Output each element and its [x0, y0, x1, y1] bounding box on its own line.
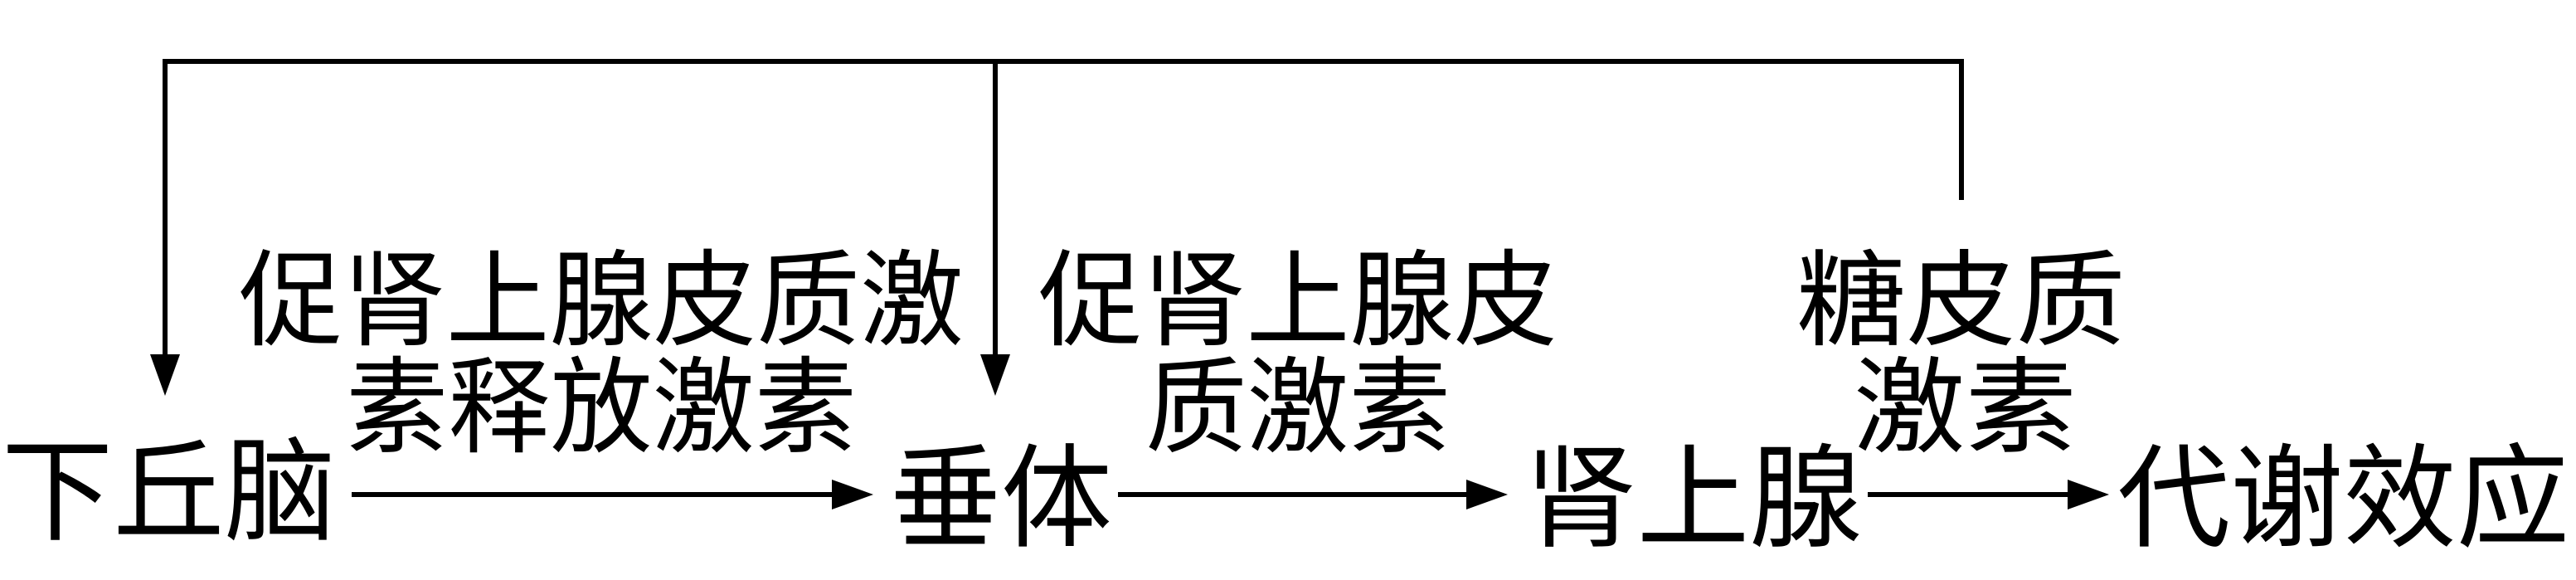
feedback-loop: [150, 59, 1964, 396]
edge-label-crh-line2: 素释放激素: [346, 347, 857, 469]
arrow-pituitary-to-adrenal: [1118, 480, 1508, 509]
feedback-arrow-head-pituitary: [980, 354, 1010, 396]
edge-label-acth-line2: 质激素: [1145, 347, 1451, 469]
node-metabolic-effect: 代谢效应: [2117, 434, 2569, 565]
feedback-arrow-head-hypothalamus: [150, 354, 180, 396]
edge-label-glucocorticoid-line1: 糖皮质: [1796, 240, 2126, 362]
node-adrenal: 肾上腺: [1524, 434, 1862, 565]
arrow-head: [1466, 480, 1508, 509]
arrow-hypothalamus-to-pituitary: [352, 480, 873, 509]
arrow-head: [2068, 480, 2109, 509]
node-pituitary: 垂体: [890, 434, 1112, 565]
edge-label-glucocorticoid-line2: 激素: [1854, 347, 2077, 469]
arrow-adrenal-to-metabolic-effect: [1868, 480, 2109, 509]
edge-label-acth-line1: 促肾上腺皮: [1038, 240, 1558, 362]
node-hypothalamus: 下丘脑: [2, 427, 336, 558]
arrow-head: [832, 480, 873, 509]
edge-label-crh-line1: 促肾上腺皮质激: [239, 240, 964, 362]
